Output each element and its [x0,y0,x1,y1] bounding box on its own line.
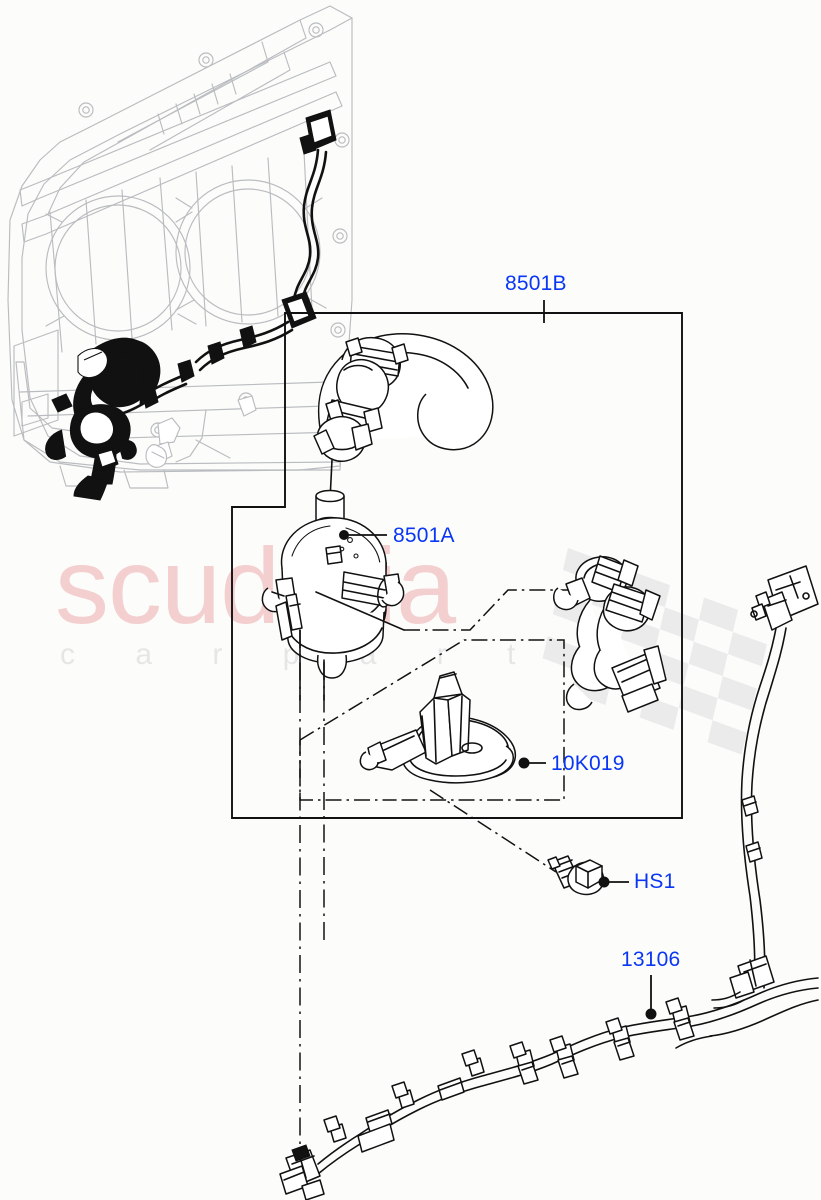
harness-clip [605,1017,635,1061]
harness-clip [391,1081,415,1109]
harness-clip [665,997,695,1041]
callout-label-HS1[interactable]: HS1 [634,870,676,893]
mounting-bolt [547,855,605,896]
callout-label-8501A[interactable]: 8501A [393,524,455,547]
harness-clip [509,1041,539,1085]
main-wiring-harness [279,977,819,1200]
harness-clip [549,1035,579,1079]
leader-10K019 [518,757,546,769]
leader-HS1 [598,876,629,888]
leader-8501A [339,530,387,540]
harness-connector-lead [711,565,819,1009]
leader-13106 [645,975,657,1020]
callout-label-10K019[interactable]: 10K019 [551,752,625,775]
assembly-centerlines [299,589,604,1174]
main-detail-frame [231,312,683,819]
fan-shroud-ghost [7,5,353,489]
vehicle-wiring-harness-ghost [45,109,337,501]
pump-mounting-bracket [359,671,516,784]
secondary-hose-assembly [553,555,667,713]
auxiliary-coolant-pump [261,489,405,701]
callout-label-8501B[interactable]: 8501B [505,272,567,295]
harness-clip [461,1049,485,1077]
harness-clip [323,1115,347,1143]
pump-pointer-line [315,591,405,631]
callout-label-13106[interactable]: 13106 [621,948,681,971]
pump-hose-assembly [313,333,494,501]
